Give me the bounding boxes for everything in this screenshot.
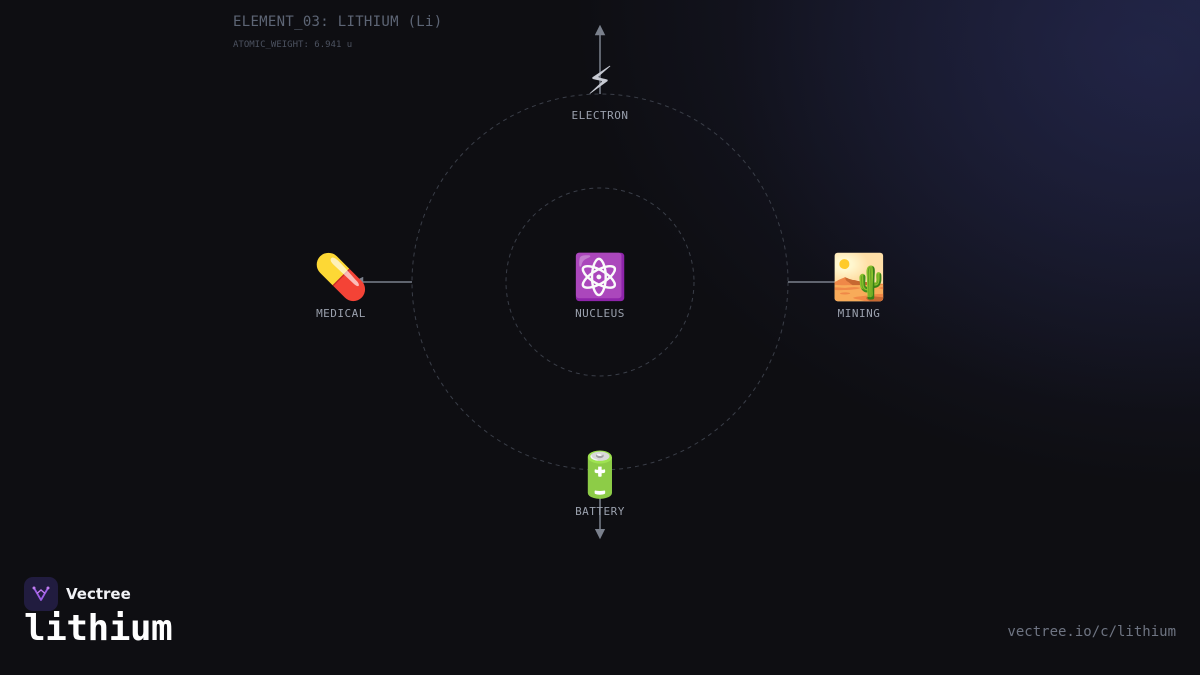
node-label-battery: BATTERY <box>575 505 625 518</box>
node-nucleus[interactable]: ⚛️ NUCLEUS <box>540 252 660 321</box>
lightning-icon: ⚡ <box>586 54 614 105</box>
pill-icon: 💊 <box>313 252 369 303</box>
node-battery[interactable]: 🔋 BATTERY <box>540 450 660 519</box>
node-label-medical: MEDICAL <box>316 307 366 320</box>
node-mining[interactable]: 🏜️ MINING <box>799 252 919 321</box>
brand[interactable]: Vectree <box>24 577 131 611</box>
node-label-electron: ELECTRON <box>571 109 629 122</box>
element-header: ELEMENT_03: LITHIUM (Li) ATOMIC_WEIGHT: … <box>233 14 443 50</box>
atomic-weight: ATOMIC_WEIGHT: 6.941 u <box>233 40 353 50</box>
node-electron[interactable]: ⚡ ELECTRON <box>540 54 660 123</box>
node-medical[interactable]: 💊 MEDICAL <box>281 252 401 321</box>
page-url-link[interactable]: vectree.io/c/lithium <box>1007 624 1176 640</box>
battery-icon: 🔋 <box>572 450 628 501</box>
inner-orbit <box>505 187 695 377</box>
atom-icon: ⚛️ <box>572 252 628 303</box>
desert-cactus-icon: 🏜️ <box>831 252 887 303</box>
node-label-nucleus: NUCLEUS <box>575 307 625 320</box>
brand-name: Vectree <box>66 585 131 603</box>
page-title: lithium <box>24 608 173 649</box>
element-title: ELEMENT_03: LITHIUM (Li) <box>233 14 443 30</box>
node-label-mining: MINING <box>837 307 881 320</box>
vectree-logo-icon <box>24 577 58 611</box>
